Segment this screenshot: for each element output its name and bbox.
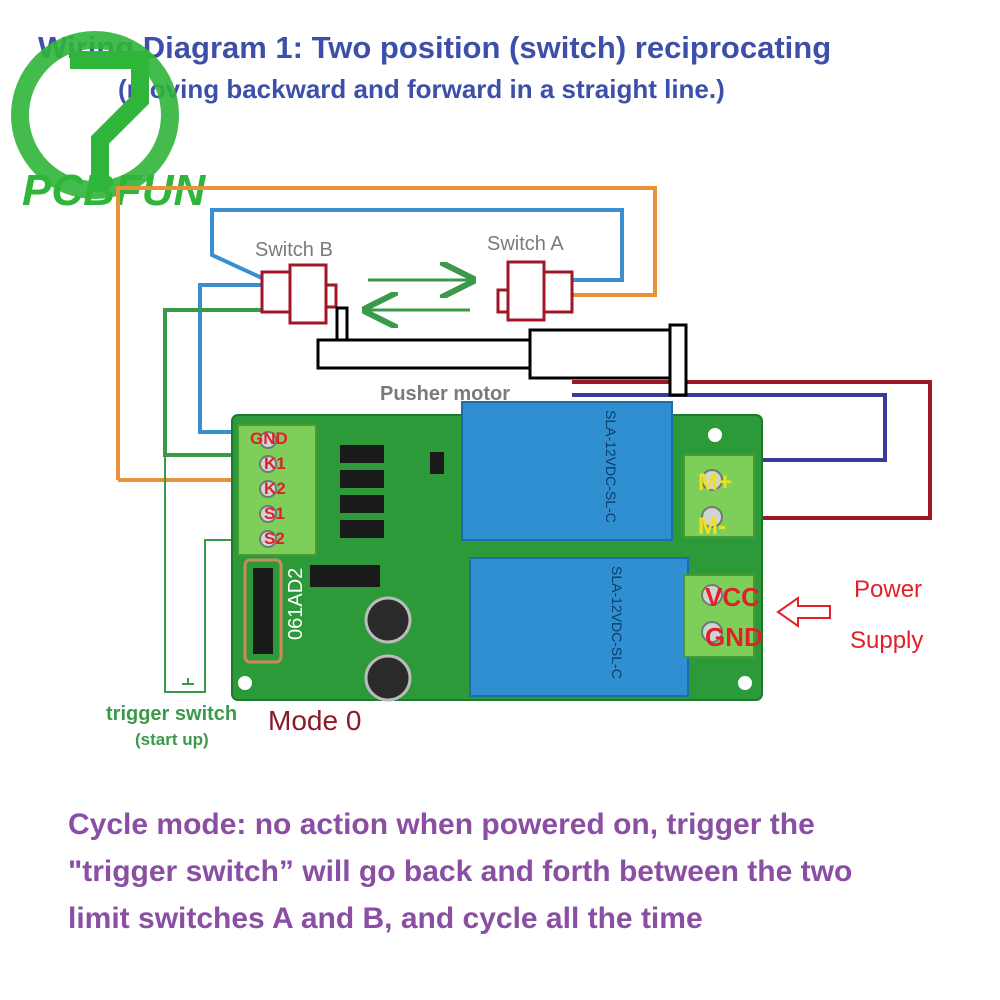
trigger-switch-label: trigger switch [106, 703, 237, 725]
capacitor [364, 596, 412, 644]
screw-icon [701, 506, 723, 528]
ic-chip [310, 565, 380, 587]
mode-label: Mode 0 [268, 705, 361, 736]
mount-hole-icon [738, 676, 752, 690]
switch-a-label: Switch A [487, 233, 564, 255]
wire-blue-switch-a [210, 208, 624, 282]
terminal-k2-label: K2 [264, 479, 286, 498]
mount-hole-icon [238, 676, 252, 690]
description-line-2: "trigger switch” will go back and forth … [68, 855, 853, 888]
description-line-3: limit switches A and B, and cycle all th… [68, 902, 703, 935]
board-code: 061AD2 [285, 568, 307, 640]
optocoupler-chip [340, 470, 384, 488]
switch-a: Switch A [487, 233, 574, 322]
left-screws [259, 431, 277, 548]
wire-green-trigger [164, 455, 258, 693]
pusher-motor-label: Pusher motor [380, 383, 510, 405]
optocoupler-chip [340, 520, 384, 538]
terminal-gnd-label: GND [250, 429, 288, 448]
left-terminal-block [237, 424, 317, 556]
relay-1 [461, 401, 673, 541]
screw-icon [259, 530, 277, 548]
wire-orange-k2 [116, 186, 657, 480]
switch-b-label: Switch B [255, 239, 333, 261]
trigger-switch-sublabel: (start up) [135, 730, 209, 749]
transistor [430, 452, 444, 474]
brand-text: PCBFUN [22, 166, 207, 215]
terminal-m-plus-label: M+ [698, 469, 732, 496]
diagram-title: Wiring Diagram 1: Two position (switch) … [38, 30, 832, 65]
screw-icon [701, 469, 723, 491]
screw-icon [701, 584, 723, 606]
screw-icon [259, 505, 277, 523]
terminal-vcc-label: VCC [705, 582, 760, 612]
logo-mark-icon [70, 51, 149, 190]
terminal-s1-label: S1 [264, 504, 285, 523]
screw-icon [259, 431, 277, 449]
capacitor [364, 654, 412, 702]
terminal-m-minus-label: M- [698, 513, 726, 540]
optocoupler-chip [340, 445, 384, 463]
mount-hole-icon [708, 428, 722, 442]
wire-blue-gnd-b [198, 283, 262, 434]
wire-navy-motor [572, 393, 887, 462]
diagram-subtitle: (moving backward and forward in a straig… [118, 74, 725, 104]
supply-label: Supply [850, 627, 923, 654]
relay-2-model: SLA-12VDC-SL-C [609, 566, 625, 679]
wire-green-k1 [163, 308, 262, 457]
pcb-board: GND K1 K2 S1 S2 061AD2 SLA-12VDC-SL-C SL… [231, 401, 763, 702]
relay-1-model: SLA-12VDC-SL-C [603, 410, 619, 523]
header-pins [243, 558, 283, 664]
terminal-gnd-power-label: GND [705, 622, 763, 652]
description-line-1: Cycle mode: no action when powered on, t… [68, 808, 815, 841]
optocoupler-chip [340, 495, 384, 513]
screw-icon [701, 621, 723, 643]
relay-2 [469, 557, 689, 697]
screw-icon [259, 480, 277, 498]
terminal-s2-label: S2 [264, 529, 285, 548]
screw-icon [259, 455, 277, 473]
pcbfun-logo: PCBFUN [11, 31, 207, 215]
terminal-k1-label: K1 [264, 454, 286, 473]
wire-red-motor [572, 380, 932, 520]
switch-b: Switch B [255, 239, 338, 325]
pusher-motor: Pusher motor [316, 306, 688, 405]
power-label: Power [854, 576, 922, 603]
trigger-switch [175, 678, 200, 693]
power-arrow-icon [776, 596, 831, 628]
